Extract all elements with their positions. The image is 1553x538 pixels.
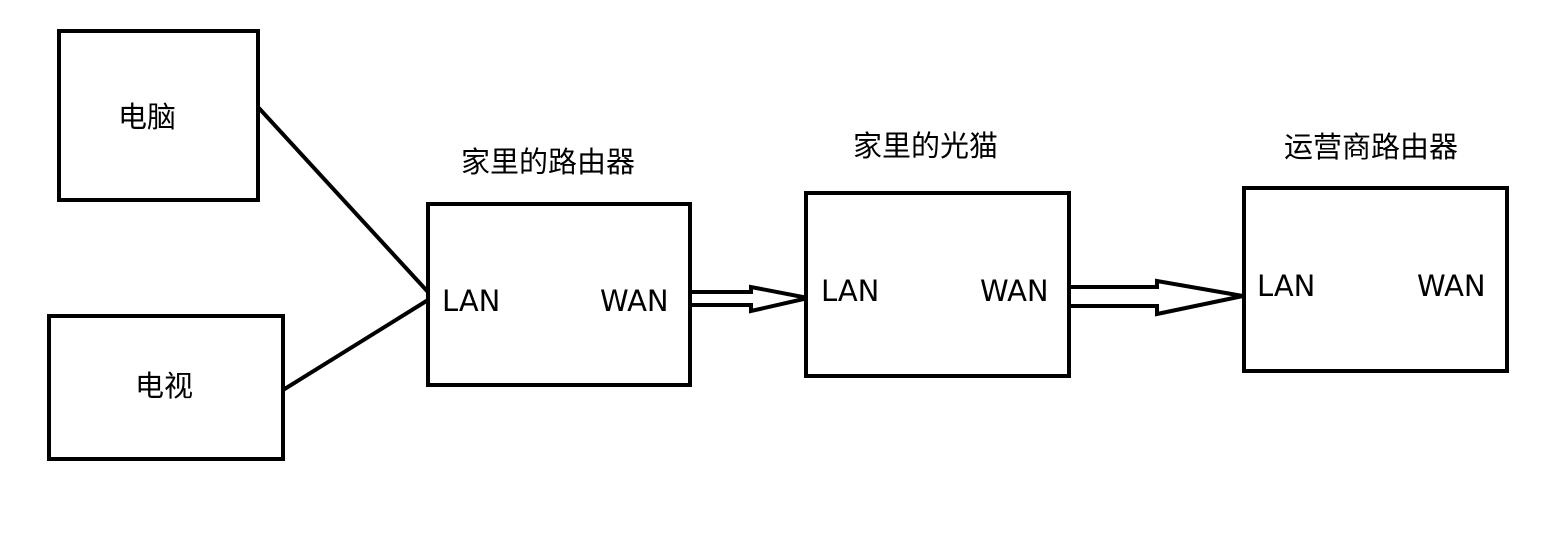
home-router-box (426, 202, 692, 387)
modem-to-isp-arrow (1066, 278, 1244, 317)
isp-router-lan-port: LAN (1257, 269, 1316, 303)
home-router-wan-port: WAN (600, 284, 669, 318)
isp-router-wan-port: WAN (1417, 269, 1486, 303)
home-modem-title: 家里的光猫 (853, 129, 999, 163)
isp-router-title: 运营商路由器 (1284, 130, 1459, 164)
isp-router-box (1242, 186, 1509, 373)
pc-to-router-line (255, 104, 430, 294)
pc-box (57, 29, 260, 202)
tv-to-router-line (281, 298, 430, 392)
home-modem-box (804, 191, 1071, 378)
pc-label: 电脑 (118, 100, 177, 134)
home-router-lan-port: LAN (442, 284, 501, 318)
home-modem-wan-port: WAN (980, 274, 1049, 308)
tv-label: 电视 (135, 369, 194, 403)
router-to-modem-arrow (685, 284, 809, 314)
home-router-title: 家里的路由器 (461, 145, 636, 179)
tv-box (47, 314, 285, 461)
home-modem-lan-port: LAN (821, 274, 880, 308)
